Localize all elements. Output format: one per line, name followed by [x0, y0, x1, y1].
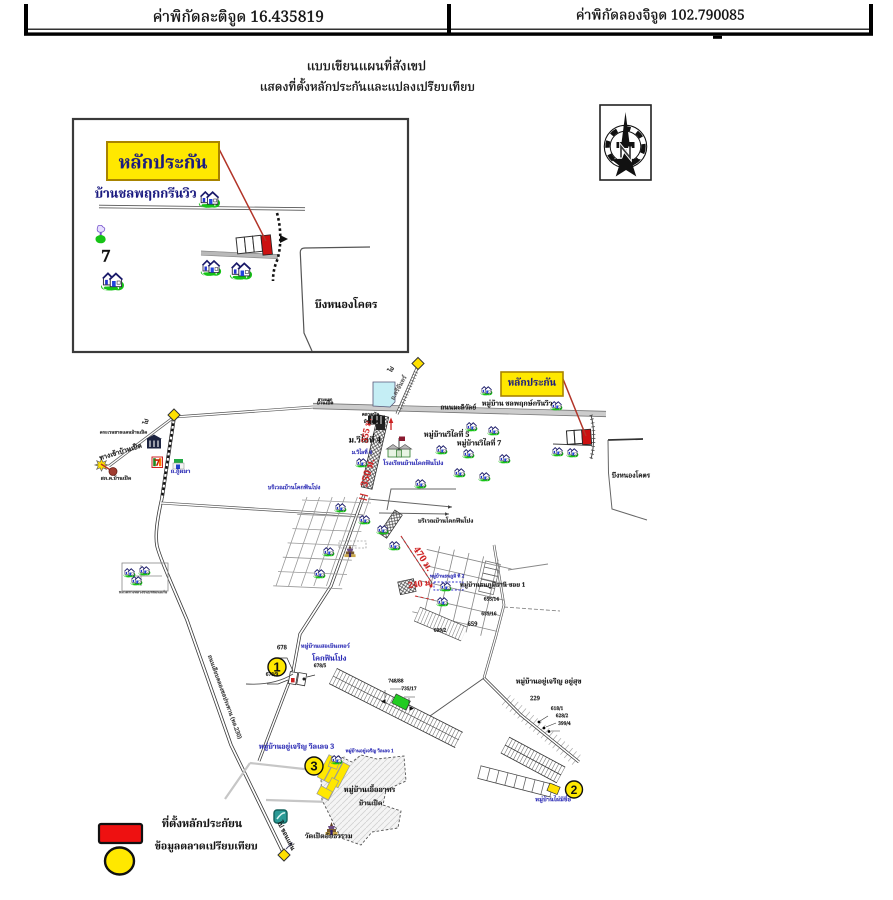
svg-text:1: 1: [273, 660, 280, 675]
svg-text:3: 3: [310, 759, 317, 774]
svg-text:2: 2: [571, 783, 578, 797]
